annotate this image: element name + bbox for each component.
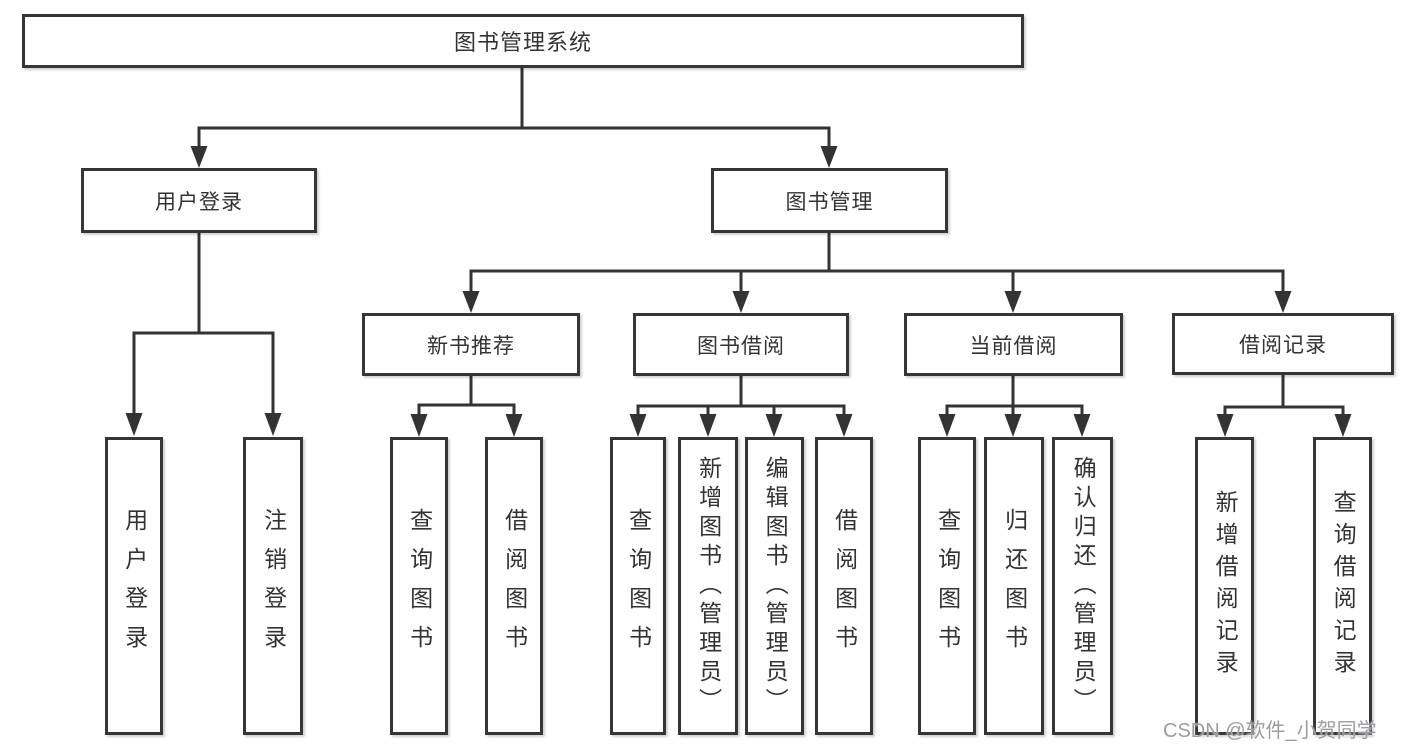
leaf-add-borrow-record: 新增借阅记录 <box>1195 437 1254 735</box>
leaf-logout: 注销登录 <box>243 437 303 735</box>
node-library-management-system: 图书管理系统 <box>22 14 1024 68</box>
connector-book-mgmt-to-groups <box>462 233 1292 313</box>
leaf-confirm-return-admin-label: 确认归还（管理员） <box>1070 455 1097 717</box>
connector-borrow-records-to-leaves <box>1216 375 1352 437</box>
leaf-user-login: 用户登录 <box>105 437 163 735</box>
connector-user-login-to-leaves <box>125 233 282 436</box>
leaf-query-books-current: 查询图书 <box>918 437 976 735</box>
node-borrowing-records: 借阅记录 <box>1172 313 1394 375</box>
leaf-query-borrow-record: 查询借阅记录 <box>1313 437 1372 735</box>
node-book-borrowing-label: 图书借阅 <box>697 334 785 358</box>
node-new-book-recommend: 新书推荐 <box>362 313 580 376</box>
leaf-edit-book-admin: 编辑图书（管理员） <box>745 437 804 735</box>
connector-current-borrow-to-leaves <box>938 376 1091 437</box>
leaf-query-books-recommend: 查询图书 <box>390 437 448 735</box>
leaf-borrow-books: 借阅图书 <box>815 437 873 735</box>
leaf-confirm-return-admin: 确认归还（管理员） <box>1052 437 1113 735</box>
leaf-add-borrow-record-label: 新增借阅记录 <box>1212 490 1239 682</box>
leaf-edit-book-admin-label: 编辑图书（管理员） <box>762 455 789 717</box>
leaf-logout-label: 注销登录 <box>260 508 287 664</box>
node-new-book-recommend-label: 新书推荐 <box>427 334 515 358</box>
node-book-borrowing: 图书借阅 <box>633 313 849 376</box>
leaf-add-book-admin-label: 新增图书（管理员） <box>695 455 722 717</box>
connector-book-borrow-to-leaves <box>629 376 853 437</box>
node-book-management-label: 图书管理 <box>785 190 874 214</box>
leaf-borrow-books-recommend: 借阅图书 <box>485 437 543 735</box>
leaf-query-books-borrowing-label: 查询图书 <box>625 508 652 664</box>
leaf-query-books-recommend-label: 查询图书 <box>406 508 433 664</box>
leaf-add-book-admin: 新增图书（管理员） <box>678 437 738 735</box>
connector-root-to-level2 <box>190 68 838 168</box>
node-book-management: 图书管理 <box>711 168 948 233</box>
leaf-borrow-books-recommend-label: 借阅图书 <box>501 508 528 664</box>
leaf-query-borrow-record-label: 查询借阅记录 <box>1330 490 1357 682</box>
node-borrowing-records-label: 借阅记录 <box>1239 334 1327 357</box>
node-current-borrowing: 当前借阅 <box>904 313 1123 376</box>
leaf-borrow-books-label: 借阅图书 <box>831 508 858 664</box>
connector-new-books-to-leaves <box>410 376 523 437</box>
csdn-watermark: CSDN @软件_小贺同学 <box>1163 720 1377 742</box>
node-current-borrowing-label: 当前借阅 <box>969 334 1058 358</box>
node-user-login: 用户登录 <box>81 168 317 233</box>
leaf-return-books-label: 归还图书 <box>1001 508 1028 664</box>
leaf-return-books: 归还图书 <box>984 437 1044 735</box>
leaf-query-books-borrowing: 查询图书 <box>610 437 666 735</box>
leaf-user-login-label: 用户登录 <box>121 508 148 664</box>
node-user-login-label: 用户登录 <box>155 190 243 214</box>
leaf-query-books-current-label: 查询图书 <box>934 508 961 664</box>
node-library-management-system-label: 图书管理系统 <box>453 30 592 55</box>
